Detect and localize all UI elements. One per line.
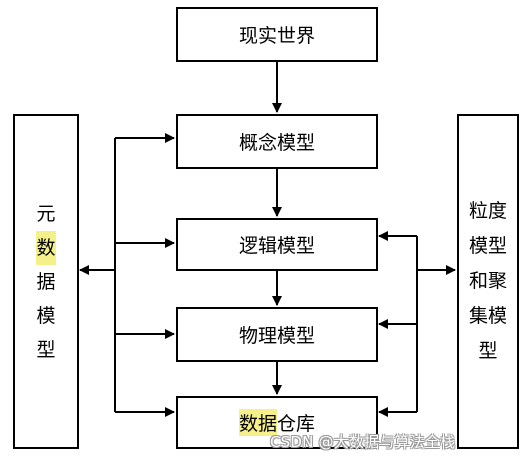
watermark-text: CSDN @大数据与算法全栈: [270, 433, 456, 451]
box-data-warehouse-label-part1: 数据: [238, 409, 277, 436]
box-data-warehouse: 数据仓库: [176, 396, 378, 449]
box-real-world-label: 现实世界: [238, 25, 315, 47]
box-logical-model: 逻辑模型: [176, 218, 378, 271]
metadata-char-5: 型: [36, 338, 56, 361]
box-physical-model-label: 物理模型: [238, 325, 315, 347]
box-data-warehouse-label-part2: 仓库: [277, 413, 316, 435]
metadata-model-label: 元 数 据 模 型: [36, 197, 56, 367]
granularity-line-5: 型: [478, 340, 498, 362]
granularity-line-4: 集模: [468, 305, 507, 327]
box-real-world: 现实世界: [176, 7, 378, 62]
metadata-char-3: 据: [36, 270, 56, 293]
granularity-line-2: 模型: [468, 235, 507, 257]
box-metadata-model: 元 数 据 模 型: [13, 114, 79, 449]
box-concept-model: 概念模型: [176, 114, 378, 169]
metadata-char-4: 模: [36, 304, 56, 327]
metadata-char-1: 元: [36, 202, 56, 225]
box-physical-model: 物理模型: [176, 307, 378, 362]
box-granularity-model: 粒度 模型 和聚 集模 型: [457, 114, 519, 449]
metadata-char-2: 数: [36, 230, 56, 265]
granularity-line-3: 和聚: [468, 270, 507, 292]
box-logical-model-label: 逻辑模型: [238, 235, 315, 257]
box-concept-model-label: 概念模型: [238, 132, 315, 154]
granularity-model-label: 粒度 模型 和聚 集模 型: [469, 194, 507, 369]
granularity-line-1: 粒度: [468, 200, 507, 222]
